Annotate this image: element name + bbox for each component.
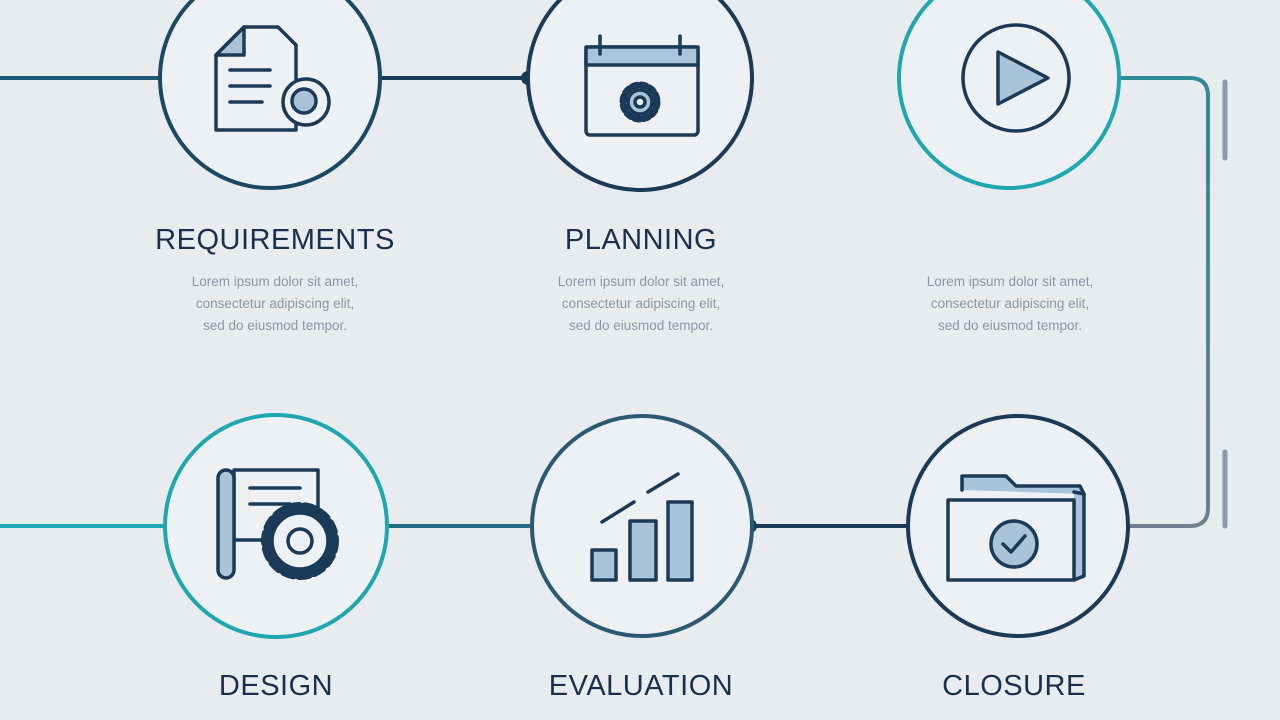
calendar-gear-icon	[584, 34, 700, 137]
step-description-planning: Lorem ipsum dolor sit amet, consectetur …	[511, 271, 771, 337]
connector-lines	[0, 76, 1228, 529]
step-closure-node	[906, 414, 1130, 638]
description-line: Lorem ipsum dolor sit amet,	[191, 274, 359, 289]
step-title-evaluation: EVALUATION	[548, 670, 734, 702]
description-line: consectetur adipiscing elit,	[930, 296, 1090, 311]
description-line: sed do eiusmod tempor.	[568, 318, 714, 333]
blueprint-gear-icon	[216, 468, 339, 580]
step-title-closure: CLOSURE	[942, 670, 1086, 702]
step-description-requirements: Lorem ipsum dolor sit amet, consectetur …	[145, 271, 405, 337]
step-requirements-node	[158, 0, 382, 190]
description-line: Lorem ipsum dolor sit amet,	[557, 274, 725, 289]
step-planning-node	[526, 0, 754, 192]
description-line: sed do eiusmod tempor.	[202, 318, 348, 333]
folder-check-icon	[946, 474, 1086, 582]
play-icon	[961, 23, 1071, 133]
bar-chart-icon	[590, 472, 694, 582]
description-line: consectetur adipiscing elit,	[195, 296, 355, 311]
step-title-requirements: REQUIREMENTS	[155, 224, 395, 256]
description-line: Lorem ipsum dolor sit amet,	[926, 274, 1094, 289]
document-icon	[214, 25, 331, 132]
step-play-node	[897, 0, 1121, 190]
connector-return-path	[1119, 76, 1210, 528]
step-title-design: DESIGN	[218, 670, 334, 702]
step-design-node	[163, 413, 389, 639]
description-line: sed do eiusmod tempor.	[937, 318, 1083, 333]
description-line: consectetur adipiscing elit,	[561, 296, 721, 311]
step-evaluation-node	[530, 414, 754, 638]
step-description-play: Lorem ipsum dolor sit amet, consectetur …	[880, 271, 1140, 337]
step-title-planning: PLANNING	[564, 224, 718, 256]
